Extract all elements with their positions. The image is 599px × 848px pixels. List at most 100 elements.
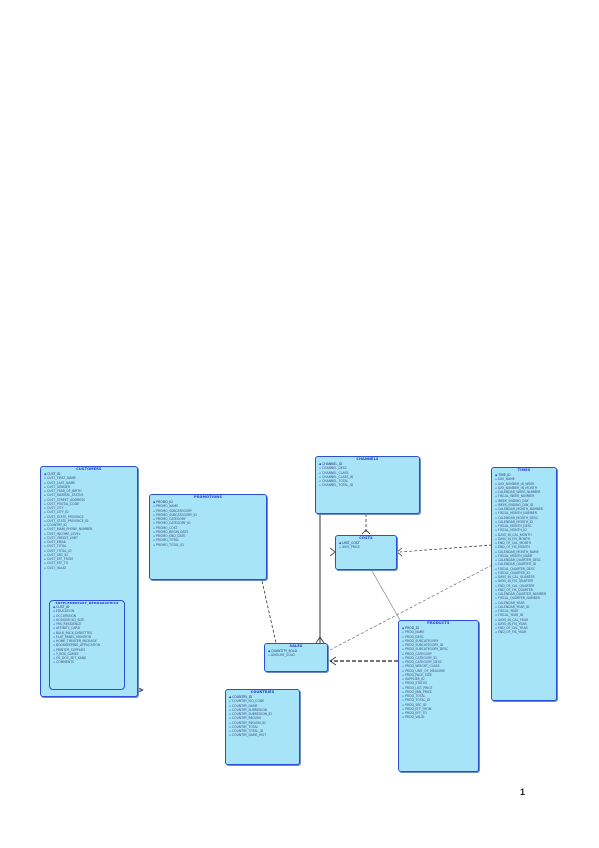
entity-attribute: ◆ PROMO_ID (153, 500, 266, 504)
attribute-name: PRINTER_SUPPLIES (56, 647, 86, 652)
column-icon: ▫ (44, 510, 47, 515)
attribute-name: CUST_EFF_FROM (47, 557, 73, 561)
entity-channels[interactable]: CHANNELS ◆ CHANNEL_ID▫ CHANNEL_DESC▫ CHA… (315, 456, 420, 514)
entity-attribute: ▫ CUST_EMAIL (44, 540, 137, 544)
entity-attribute: ▫ CALENDAR_MONTH_ID (495, 520, 556, 524)
column-icon: ▫ (402, 634, 405, 639)
attribute-name: PROMO_TOTAL (156, 538, 179, 543)
column-icon: ▫ (229, 707, 232, 712)
attribute-name: PROD_SUBCATEGORY_DESC (405, 647, 449, 652)
entity-sales[interactable]: SALES ◆ QUANTITY_SOLD▫ AMOUNT_SOLD (264, 643, 328, 672)
entity-attribute: ▫ PROD_MIN_PRICE (402, 690, 478, 694)
attribute-name: COUNTRY_TOTAL (232, 724, 259, 729)
crowfoot-sales-right (329, 656, 337, 666)
entity-attribute: ▫ COUNTRY_TOTAL_ID (229, 729, 299, 733)
attribute-name: PROMO_SUBCATEGORY_ID (156, 512, 197, 517)
entity-attribute: ▫ END_OF_FIS_MONTH (495, 545, 556, 549)
entity-attribute: ▫ CUST_TOTAL (44, 544, 137, 548)
attribute-name: PROD_SUBCATEGORY (405, 638, 439, 643)
column-icon: ▫ (495, 511, 498, 516)
column-icon: ▫ (153, 525, 156, 530)
entity-attribute: ▫ CALENDAR_MONTH_NUMBER (495, 507, 556, 511)
entity-attribute: ▫ PROD_CATEGORY_ID (402, 656, 478, 660)
entity-attribute: ▫ CUST_POSTAL_CODE (44, 502, 137, 506)
entity-attribute: ▫ FISCAL_YEAR (495, 609, 556, 613)
entity-attribute: ▫ PROD_SRC_ID (402, 703, 478, 707)
entity-times[interactable]: TIMES ◆ TIME_ID▫ DAY_NAME▫ DAY_NUMBER_IN… (491, 467, 557, 701)
column-icon: ▫ (495, 528, 498, 533)
column-icon: ▫ (153, 512, 156, 517)
attribute-name: CUST_LAST_NAME (47, 480, 76, 485)
attribute-name: CUST_TOTAL (47, 544, 67, 549)
column-icon: ▫ (229, 699, 232, 704)
key-icon: ◆ (319, 462, 323, 466)
entity-attribute: ▫ PROD_VALID (402, 715, 478, 719)
entity-attribute: ▫ FISCAL_QUARTER_NUMBER (495, 596, 556, 600)
column-icon: ▫ (44, 501, 47, 506)
column-icon: ▫ (495, 592, 498, 596)
entity-supplementary-demographics[interactable]: SUPPLEMENTARY_DEMOGRAPHICS ◆ CUST_ID▫ ED… (49, 600, 125, 690)
attribute-name: HOME_THEATER_PACKAGE (56, 639, 97, 643)
attribute-name: PROD_EFF_FROM (405, 706, 432, 711)
attribute-list: ◆ CUST_ID▫ EDUCATION▫ OCCUPATION▫ HOUSEH… (50, 605, 124, 665)
column-icon: ▫ (495, 613, 498, 618)
column-icon: ▫ (319, 474, 322, 479)
entity-attribute: ▫ CUST_STATE_PROVINCE_ID (44, 519, 137, 523)
entity-attribute: ▫ CUST_GENDER (44, 485, 137, 489)
attribute-name: PROD_TOTAL (405, 694, 426, 698)
entity-countries[interactable]: COUNTRIES ◆ COUNTRY_ID▫ COUNTRY_ISO_CODE… (225, 689, 300, 765)
attribute-name: FISCAL_MONTH_ID (498, 528, 527, 533)
entity-attribute: ▫ CUST_CITY (44, 506, 137, 510)
entity-attribute: ▫ CUST_EFF_TO (44, 561, 137, 565)
column-icon: ▫ (53, 651, 56, 656)
attribute-list: ◆ PROD_ID▫ PROD_NAME▫ PROD_DESC▫ PROD_SU… (399, 626, 478, 720)
column-icon: ▫ (229, 729, 232, 733)
attribute-name: FISCAL_YEAR (498, 609, 519, 613)
entity-attribute: ▫ END_OF_CAL_YEAR (495, 626, 556, 630)
column-icon: ▫ (495, 604, 498, 609)
column-icon: ▫ (53, 609, 56, 614)
column-icon: ▫ (495, 490, 498, 494)
entity-attribute: ▫ COUNTRY_TOTAL (229, 725, 299, 729)
attribute-name: WEEK_ENDING_DAY_ID (498, 502, 534, 507)
entity-title: PROMOTIONS (194, 495, 222, 499)
attribute-name: PROD_TOTAL_ID (405, 698, 431, 703)
rel-times-costs (399, 544, 493, 553)
entity-attribute: ▫ CHANNEL_TOTAL (319, 479, 419, 483)
entity-attribute: ▫ PROMO_TOTAL (153, 538, 266, 542)
entity-attribute: ▫ DAYS_IN_FIS_QUARTER (495, 579, 556, 583)
attribute-name: DAYS_IN_CAL_YEAR (498, 617, 529, 622)
column-icon: ▫ (495, 524, 498, 528)
entity-attribute: ▫ CUST_FIRST_NAME (44, 476, 137, 480)
entity-costs[interactable]: COSTS ◆ UNIT_COST▫ UNIT_PRICE (335, 535, 397, 570)
entity-attribute: ▫ Y_BOX_GAMES (53, 652, 124, 656)
column-icon: ▫ (44, 540, 47, 544)
attribute-name: CUST_SRC_ID (47, 552, 68, 557)
attribute-name: FISCAL_MONTH_NAME (498, 553, 533, 558)
entity-attribute: ▫ CUST_EFF_FROM (44, 557, 137, 561)
entity-promotions[interactable]: PROMOTIONS ◆ PROMO_ID▫ PROMO_NAME▫ PROMO… (149, 494, 267, 580)
entity-attribute: ▫ PROMO_COST (153, 526, 266, 530)
entity-customers[interactable]: CUSTOMERS ◆ CUST_ID▫ CUST_FIRST_NAME▫ CU… (40, 466, 138, 697)
entity-attribute: ▫ CUST_MAIN_PHONE_NUMBER (44, 527, 137, 531)
column-icon: ▫ (53, 630, 56, 635)
attribute-name: PROMO_CATEGORY (156, 517, 186, 521)
attribute-name: FLAT_PANEL_MONITOR (56, 634, 92, 639)
entity-products[interactable]: PRODUCTS ◆ PROD_ID▫ PROD_NAME▫ PROD_DESC… (398, 620, 479, 772)
entity-attribute: ▫ END_OF_FIS_QUARTER (495, 588, 556, 592)
column-icon: ▫ (44, 497, 47, 502)
column-icon: ▫ (495, 519, 498, 524)
attribute-name: COMMENTS (56, 660, 75, 665)
attribute-name: Y_BOX_GAMES (56, 651, 79, 656)
key-icon: ◆ (495, 473, 499, 477)
entity-attribute: ◆ COUNTRY_ID (229, 695, 299, 699)
key-icon: ◆ (44, 472, 48, 476)
entity-attribute: ▫ SUPPLIER_ID (402, 677, 478, 681)
column-icon: ▫ (319, 483, 322, 488)
entity-attribute: ▫ PROD_UNIT_OF_MEASURE (402, 669, 478, 673)
entity-attribute: ▫ PROD_CATEGORY_DESC (402, 660, 478, 664)
column-icon: ▫ (495, 553, 498, 558)
attribute-name: END_OF_FIS_MONTH (498, 545, 530, 550)
column-icon: ▫ (495, 617, 498, 622)
entity-attribute: ▫ CUST_STREET_ADDRESS (44, 498, 137, 502)
